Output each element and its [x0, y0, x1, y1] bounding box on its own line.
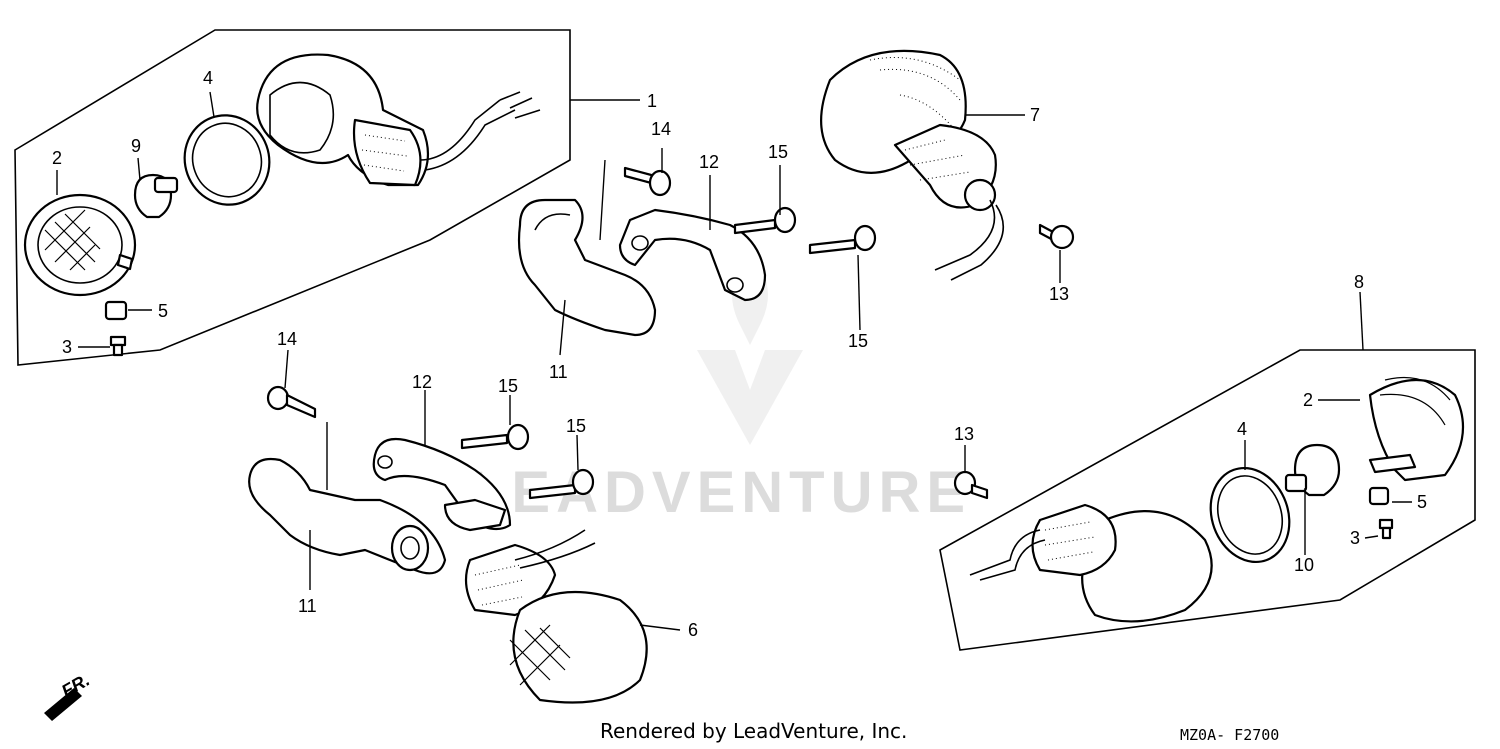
turn-signal-rear-right — [820, 49, 1005, 281]
callout-15-upper-a: 15 — [768, 142, 788, 162]
holder-lower — [372, 437, 512, 532]
bolt-14-upper — [623, 166, 672, 197]
callout-2-left: 2 — [52, 148, 62, 168]
front-direction-arrow-icon — [28, 688, 82, 725]
bulb-left — [133, 173, 179, 219]
callout-9: 9 — [131, 136, 141, 156]
screw-left — [109, 335, 127, 357]
callout-11-upper: 11 — [549, 362, 568, 382]
callout-3-right: 3 — [1350, 528, 1360, 548]
callout-11-lower: 11 — [298, 596, 317, 616]
callout-12-lower: 12 — [412, 372, 432, 392]
turn-signal-front-right — [464, 529, 648, 704]
bolt-15-lower-b — [528, 468, 595, 500]
housing-right — [969, 503, 1213, 623]
callout-2-right: 2 — [1303, 390, 1313, 410]
nut-13-lower — [953, 470, 989, 500]
front-direction-label: FR. — [58, 670, 93, 702]
bolt-15-lower-a — [460, 423, 530, 451]
bolt-15-upper-a — [733, 206, 797, 235]
callout-5-right: 5 — [1417, 492, 1427, 512]
group-box-left — [14, 29, 571, 366]
callout-14-lower: 14 — [277, 329, 297, 349]
group-box-right — [939, 349, 1476, 651]
screw-right — [1378, 518, 1394, 540]
rim-right — [1209, 466, 1291, 564]
callout-15-lower-a: 15 — [498, 376, 518, 396]
callout-3-left: 3 — [62, 337, 72, 357]
callout-12-upper: 12 — [699, 152, 719, 172]
footer-credit: Rendered by LeadVenture, Inc. — [600, 719, 907, 743]
lens-front-left — [23, 193, 137, 297]
bolt-14-lower — [266, 385, 317, 419]
callout-4-left: 4 — [203, 68, 213, 88]
clip-right — [1368, 486, 1390, 506]
callout-15-upper-b: 15 — [848, 331, 868, 351]
callout-6: 6 — [688, 620, 698, 640]
bulb-right — [1284, 443, 1341, 497]
callout-10: 10 — [1294, 555, 1314, 575]
callout-5-left: 5 — [158, 301, 168, 321]
housing-left — [256, 53, 541, 187]
lens-rear-right — [1368, 376, 1465, 482]
stay-bracket-upper — [517, 198, 657, 337]
callout-15-lower-b: 15 — [566, 416, 586, 436]
callout-1: 1 — [647, 91, 657, 111]
diagram-code: MZ0A- F2700 — [1180, 726, 1279, 744]
callout-7: 7 — [1030, 105, 1040, 125]
callout-14-upper: 14 — [651, 119, 671, 139]
holder-upper — [618, 208, 767, 302]
clip-left — [104, 300, 128, 321]
callout-8: 8 — [1354, 272, 1364, 292]
callout-13-upper: 13 — [1049, 284, 1069, 304]
callout-4-right: 4 — [1237, 419, 1247, 439]
nut-13-upper — [1038, 223, 1075, 250]
leader-lines — [56, 91, 1412, 631]
bolt-15-upper-b — [808, 224, 877, 255]
callout-13-lower: 13 — [954, 424, 974, 444]
stay-bracket-lower — [248, 457, 447, 575]
rim-left — [183, 114, 271, 206]
